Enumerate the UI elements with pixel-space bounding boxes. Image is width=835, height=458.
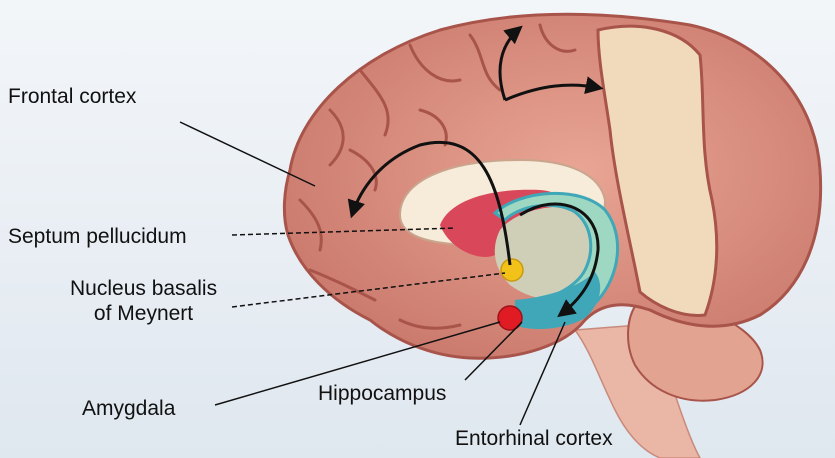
label-entorhinal-cortex: Entorhinal cortex (455, 427, 613, 450)
label-nucleus-basalis-line1: Nucleus basalis (70, 277, 218, 300)
arrow-to-parietal (504, 76, 604, 102)
leader-lines (179, 121, 566, 426)
leader-hippocampus (464, 321, 523, 381)
arrow-hippocampus (519, 202, 600, 318)
label-septum-pellucidum: Septum pellucidum (8, 225, 187, 248)
label-nucleus-basalis-line2: of Meynert (93, 302, 194, 325)
leader-entorhinal (519, 321, 566, 426)
amygdala-marker (497, 305, 523, 331)
leader-septum (231, 227, 456, 236)
leader-frontal (179, 121, 316, 187)
arrow-up (498, 25, 523, 101)
leader-nucleus (231, 272, 506, 308)
leader-amygdala (214, 321, 501, 406)
label-nucleus-basalis: Nucleus basalis of Meynert (70, 276, 217, 326)
nucleus-basalis-marker (500, 258, 524, 282)
gyri-folds (298, 23, 577, 330)
label-hippocampus: Hippocampus (318, 382, 447, 405)
cut-surface-parietal (596, 24, 719, 317)
projection-arrows (347, 25, 604, 318)
label-amygdala: Amygdala (82, 397, 176, 420)
arrow-to-frontal (347, 140, 512, 266)
label-frontal-cortex: Frontal cortex (8, 85, 137, 108)
